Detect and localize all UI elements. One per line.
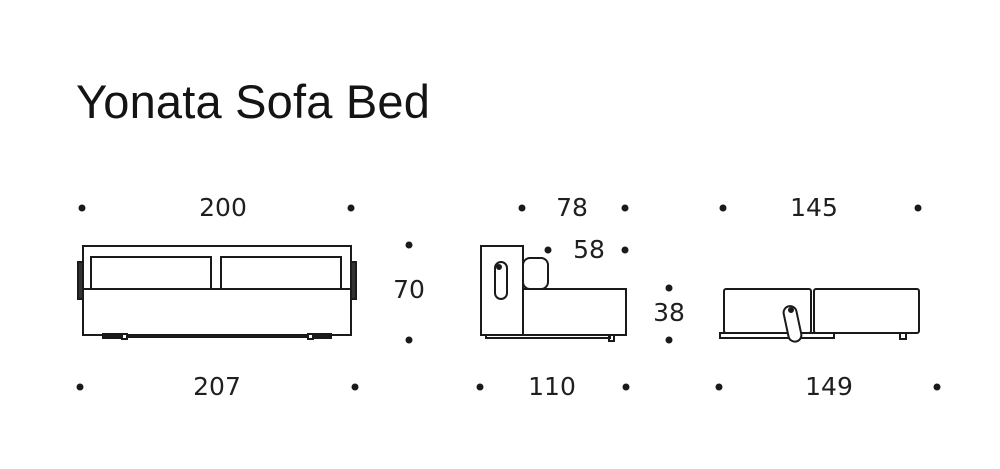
dimension-marker (476, 383, 484, 391)
dimension-marker (518, 204, 526, 212)
dimension-marker (76, 383, 84, 391)
side-depth-bottom: 110 (528, 372, 576, 401)
dimension-marker (405, 336, 413, 344)
dimension-marker (933, 383, 941, 391)
dimension-marker (665, 284, 673, 292)
front-width-top: 200 (199, 193, 247, 222)
dimension-marker (719, 204, 727, 212)
dimension-marker (347, 204, 355, 212)
dimension-marker (78, 204, 86, 212)
dimension-marker (351, 383, 359, 391)
dimension-marker (715, 383, 723, 391)
side-depth-top: 78 (556, 193, 588, 222)
dimension-marker (621, 246, 629, 254)
dimension-marker (665, 336, 673, 344)
dimension-marker (621, 204, 629, 212)
dimension-marker (544, 246, 552, 254)
page-title: Yonata Sofa Bed (76, 75, 431, 128)
side-seat-height: 38 (653, 298, 685, 327)
dimension-marker (622, 383, 630, 391)
side-view-drawing (480, 245, 627, 342)
bed-view-drawing (719, 288, 920, 343)
bed-length-top: 145 (790, 193, 838, 222)
dimension-marker (405, 241, 413, 249)
front-width-bottom: 207 (193, 372, 241, 401)
side-seat-depth: 58 (573, 235, 605, 264)
dimension-marker (914, 204, 922, 212)
front-height: 70 (393, 275, 425, 304)
front-view-drawing (77, 245, 357, 340)
bed-length-bottom: 149 (805, 372, 853, 401)
